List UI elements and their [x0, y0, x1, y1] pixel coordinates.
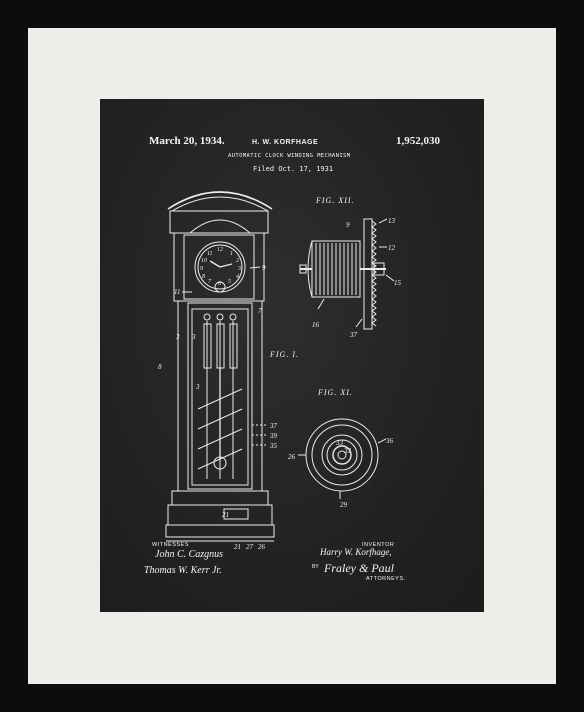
- inventor-label: INVENTOR: [362, 542, 395, 548]
- svg-text:16: 16: [312, 321, 320, 329]
- svg-text:9: 9: [200, 266, 203, 272]
- witnesses-label: WITNESSES: [152, 542, 189, 548]
- svg-text:39: 39: [269, 432, 278, 440]
- svg-text:35: 35: [269, 442, 278, 450]
- pendulum-bob: [213, 456, 227, 470]
- svg-text:4: 4: [236, 273, 239, 280]
- svg-text:8: 8: [202, 274, 205, 280]
- patent-print: March 20, 1934. H. W. KORFHAGE 1,952,030…: [100, 99, 484, 612]
- attorneys-label: ATTORNEYS.: [366, 576, 406, 582]
- svg-text:36: 36: [385, 437, 394, 445]
- svg-text:8: 8: [158, 363, 162, 371]
- patent-drawing: 12 1 2 3 4 5 6 7 8 9 10 11 9 7 11 3 3 3: [158, 191, 402, 551]
- svg-text:6: 6: [218, 281, 221, 287]
- svg-text:32: 32: [343, 447, 352, 455]
- svg-text:15: 15: [394, 279, 402, 287]
- svg-text:3: 3: [191, 333, 196, 341]
- svg-text:3: 3: [237, 266, 241, 272]
- witness-signature-2: Thomas W. Kerr Jr.: [144, 565, 222, 576]
- figure-12-label: FIG. XII.: [316, 196, 355, 205]
- svg-text:1: 1: [230, 251, 233, 257]
- figure-1-label: FIG. I.: [270, 350, 299, 359]
- clock-hood: [169, 210, 269, 234]
- svg-text:11: 11: [207, 251, 213, 257]
- svg-text:12: 12: [217, 247, 223, 253]
- witness-signature-1: John C. Cazgnus: [155, 549, 224, 560]
- svg-text:7: 7: [208, 279, 212, 285]
- svg-text:9: 9: [346, 221, 350, 229]
- clock-hood-top: [167, 191, 273, 210]
- filed-date: Filed Oct. 17, 1931: [253, 165, 334, 173]
- svg-text:21: 21: [222, 511, 229, 519]
- svg-text:37: 37: [349, 331, 358, 339]
- svg-text:29: 29: [340, 501, 348, 509]
- inventor-name-header: H. W. KORFHAGE: [252, 139, 319, 146]
- svg-text:13: 13: [388, 217, 396, 225]
- svg-text:3: 3: [175, 333, 180, 341]
- svg-text:3: 3: [195, 383, 200, 391]
- svg-text:33: 33: [335, 439, 344, 447]
- figure-11-label: FIG. XI.: [318, 388, 353, 397]
- clock-base: [171, 490, 269, 506]
- svg-text:26: 26: [258, 543, 266, 551]
- svg-text:27: 27: [246, 543, 254, 551]
- svg-text:9: 9: [262, 264, 266, 272]
- svg-text:10: 10: [201, 258, 207, 264]
- patent-number: 1,952,030: [396, 135, 440, 147]
- svg-text:12: 12: [388, 244, 396, 252]
- svg-text:37: 37: [269, 422, 278, 430]
- svg-text:21: 21: [234, 543, 241, 551]
- svg-text:11: 11: [174, 288, 180, 296]
- patent-title: AUTOMATIC CLOCK WINDING MECHANISM: [228, 153, 351, 159]
- by-label: BY: [312, 564, 319, 570]
- svg-text:7: 7: [258, 307, 262, 315]
- svg-text:2: 2: [236, 258, 239, 264]
- attorney-signature: Fraley & Paul: [324, 561, 394, 575]
- svg-text:5: 5: [228, 279, 231, 285]
- inventor-signature: Harry W. Korfhage,: [320, 547, 392, 557]
- patent-date: March 20, 1934.: [149, 135, 225, 147]
- gear-wheel: [305, 418, 379, 492]
- ratchet-wheel: [363, 218, 373, 330]
- svg-text:26: 26: [288, 453, 296, 461]
